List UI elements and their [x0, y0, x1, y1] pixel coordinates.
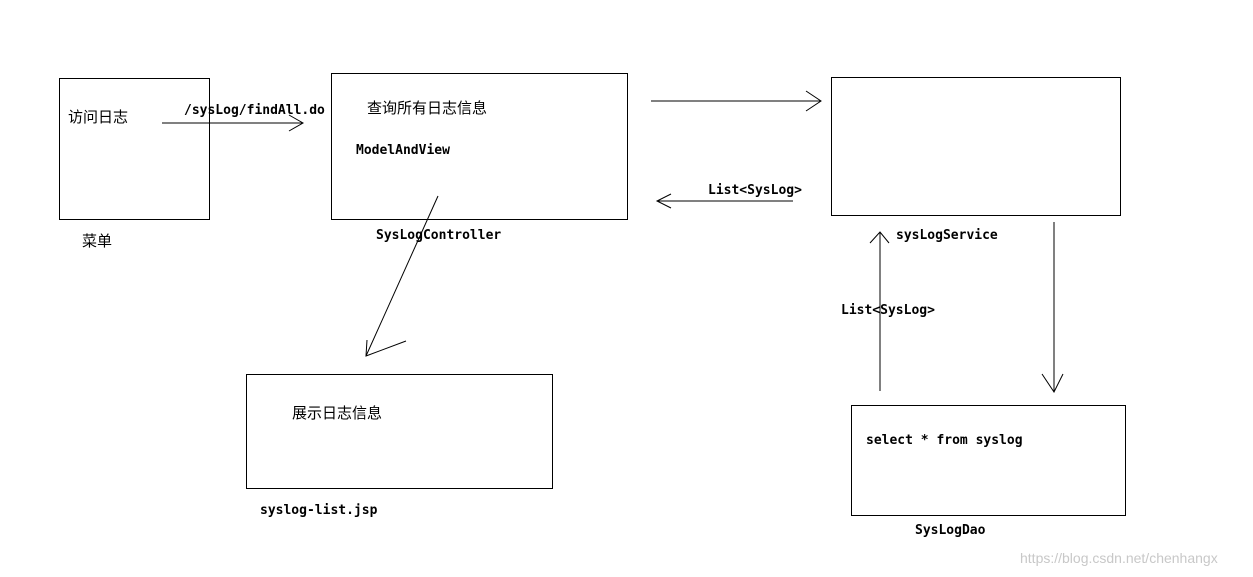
controller-box-subtext: ModelAndView: [356, 143, 450, 158]
edge-label-service-to-controller: List<SysLog>: [708, 183, 802, 198]
menu-label: 菜单: [82, 232, 113, 250]
dao-box-text: select * from syslog: [866, 433, 1023, 448]
menu-box: [59, 78, 210, 220]
menu-box-text: 访问日志: [68, 108, 129, 126]
controller-label: SysLogController: [376, 228, 502, 243]
dao-box: [851, 405, 1126, 516]
arrow-controller-to-view: [365, 195, 439, 357]
view-box: [246, 374, 553, 489]
view-label: syslog-list.jsp: [260, 503, 378, 518]
arrow-service-to-controller: [655, 193, 793, 209]
arrow-menu-to-controller: [162, 114, 305, 132]
arrow-dao-to-service: [869, 231, 890, 391]
arrow-service-to-dao: [1041, 222, 1064, 393]
dao-label: SysLogDao: [915, 523, 986, 538]
view-box-text: 展示日志信息: [292, 404, 383, 422]
service-box: [831, 77, 1121, 216]
arrow-controller-to-service: [651, 90, 822, 112]
edge-label-dao-to-service: List<SysLog>: [841, 303, 935, 318]
service-label: sysLogService: [896, 228, 998, 243]
watermark: https://blog.csdn.net/chenhangx: [1020, 550, 1218, 566]
edge-label-menu-to-controller: /sysLog/findAll.do: [184, 103, 325, 118]
controller-box-text: 查询所有日志信息: [367, 99, 488, 117]
controller-box: [331, 73, 628, 220]
